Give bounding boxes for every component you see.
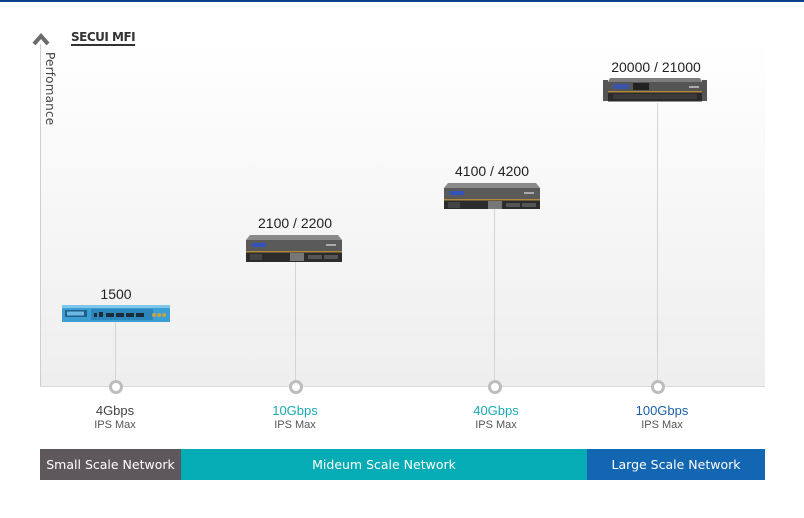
large-scale-network-bar: Large Scale Network <box>587 449 765 480</box>
network-appliance-blue-icon <box>62 305 170 322</box>
chart-title: SECUI MFI <box>71 30 136 44</box>
speed-40gbps: 40Gbps <box>473 403 519 418</box>
model-label-1500: 1500 <box>100 286 132 302</box>
stem-line <box>115 318 116 382</box>
tick-marker <box>488 380 502 394</box>
ips-max-label: IPS Max <box>475 419 517 431</box>
speed-100gbps: 100Gbps <box>635 403 689 418</box>
up-arrow-icon <box>32 32 50 46</box>
model-label-4100-4200: 4100 / 4200 <box>455 163 529 179</box>
stem-line <box>494 209 495 382</box>
model-label-2100-2200: 2100 / 2200 <box>258 215 332 231</box>
top-accent-bar <box>0 0 804 2</box>
speed-4gbps: 4Gbps <box>95 403 135 418</box>
stem-line <box>657 103 658 382</box>
medium-scale-network-label: Mideum Scale Network <box>312 457 456 472</box>
stem-line <box>295 262 296 382</box>
large-scale-network-label: Large Scale Network <box>611 457 741 472</box>
ips-max-label: IPS Max <box>94 419 136 431</box>
medium-scale-network-bar: Mideum Scale Network <box>181 449 587 480</box>
tick-marker <box>109 380 123 394</box>
rack-appliance-dark-icon <box>603 78 707 102</box>
small-scale-network-bar: Small Scale Network <box>40 449 181 480</box>
network-appliance-gray-icon <box>444 183 540 209</box>
network-appliance-gray-icon <box>246 235 342 262</box>
tick-marker <box>289 380 303 394</box>
y-axis-line <box>40 44 41 386</box>
speed-10gbps: 10Gbps <box>272 403 318 418</box>
ips-max-label: IPS Max <box>274 419 316 431</box>
small-scale-network-label: Small Scale Network <box>46 457 175 472</box>
model-label-20000-21000: 20000 / 21000 <box>611 59 701 75</box>
tick-marker <box>651 380 665 394</box>
ips-max-label: IPS Max <box>641 419 683 431</box>
y-axis-label: Perfomance <box>43 52 57 126</box>
